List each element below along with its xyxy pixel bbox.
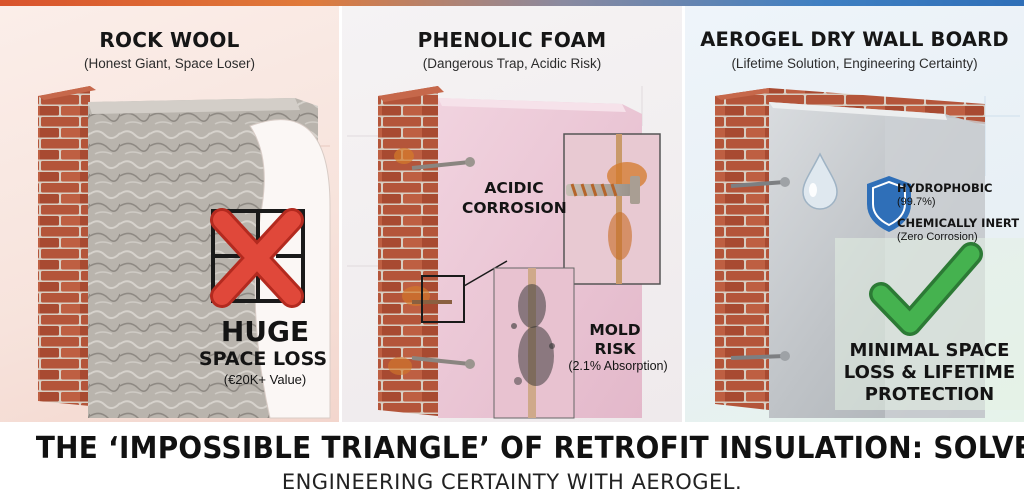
rock-wool-panel: ROCK WOOL (Honest Giant, Space Loser) HU… bbox=[0, 6, 339, 422]
panel-subtitle: (Honest Giant, Space Loser) bbox=[83, 56, 256, 71]
rusty-screw-icon bbox=[411, 157, 475, 369]
corrosion-label-line1: ACIDIC bbox=[484, 179, 544, 197]
zoom-frame bbox=[421, 275, 465, 323]
space-loss-value: (€20K+ Value) bbox=[223, 372, 307, 387]
space-loss-subhead: SPACE LOSS bbox=[198, 348, 328, 370]
mold-stain-icon bbox=[493, 267, 575, 419]
mold-label-line1: MOLD bbox=[589, 321, 641, 339]
benefit-line3: PROTECTION bbox=[864, 384, 995, 405]
top-accent-bar bbox=[0, 0, 1024, 6]
mold-absorption-note: (2.1% Absorption) bbox=[568, 359, 668, 373]
panel-title: AEROGEL DRY WALL BOARD bbox=[700, 28, 1009, 51]
green-check-icon bbox=[869, 242, 983, 336]
zero-corrosion-note: (Zero Corrosion) bbox=[897, 231, 978, 243]
floor-plan-icon bbox=[211, 209, 305, 303]
hydrophobic-value: (99.7%) bbox=[897, 196, 936, 208]
panel-divider bbox=[339, 6, 342, 422]
phenolic-foam-panel: PHENOLIC FOAM (Dangerous Trap, Acidic Ri… bbox=[342, 6, 682, 422]
panel-title: PHENOLIC FOAM bbox=[417, 28, 607, 52]
aerogel-panel: AEROGEL DRY WALL BOARD (Lifetime Solutio… bbox=[685, 6, 1024, 422]
panel-title: ROCK WOOL bbox=[99, 28, 240, 52]
corrosion-closeup bbox=[563, 133, 661, 285]
space-loss-headline: HUGE bbox=[220, 315, 310, 348]
panel-subtitle: (Dangerous Trap, Acidic Risk) bbox=[422, 56, 602, 71]
panel-divider bbox=[682, 6, 685, 422]
chemically-inert-label: CHEMICALLY INERT bbox=[897, 216, 1020, 230]
brick-wall-icon bbox=[378, 86, 444, 416]
footer-subheadline: ENGINEERING CERTAINTY WITH AEROGEL. bbox=[281, 470, 743, 494]
screw-icon bbox=[730, 177, 790, 361]
corrosion-label-line2: CORROSION bbox=[462, 199, 567, 217]
shield-icon bbox=[867, 176, 911, 232]
mold-label-line2: RISK bbox=[594, 340, 636, 358]
red-x-icon bbox=[210, 208, 304, 308]
brick-wall-icon bbox=[38, 86, 96, 406]
benefit-line2: LOSS & LIFETIME bbox=[843, 362, 1016, 383]
benefit-line1: MINIMAL SPACE bbox=[849, 340, 1010, 361]
panel-subtitle: (Lifetime Solution, Engineering Certaint… bbox=[731, 56, 978, 71]
hydrophobic-label: HYDROPHOBIC bbox=[897, 181, 993, 195]
footer-headline: THE ‘IMPOSSIBLE TRIANGLE’ OF RETROFIT IN… bbox=[35, 431, 1024, 466]
water-drop-icon bbox=[802, 152, 838, 210]
check-backdrop bbox=[835, 238, 1024, 410]
rock-wool-layer-icon bbox=[88, 98, 331, 419]
